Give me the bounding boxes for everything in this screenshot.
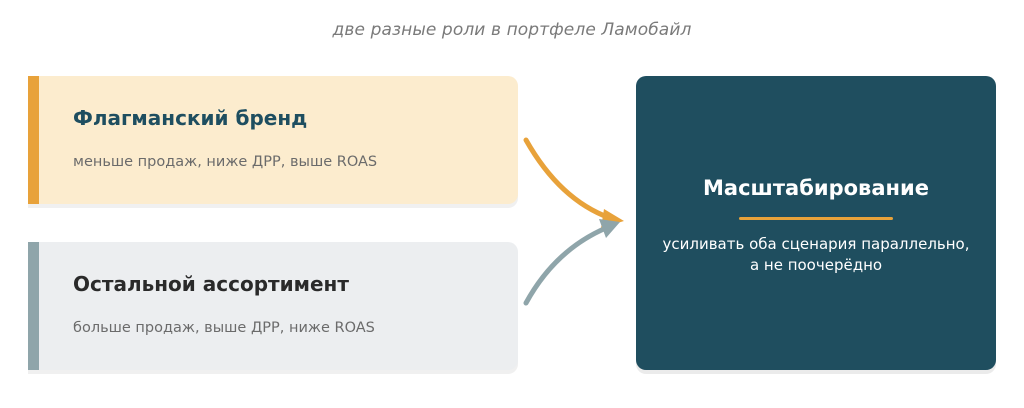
flagship-brand-card: Флагманский бренд меньше продаж, ниже ДР… (28, 76, 518, 204)
scaling-underline (739, 217, 893, 220)
scaling-description-line-2: а не поочерёдно (749, 256, 883, 274)
rest-assortment-description: больше продаж, выше ДРР, ниже ROAS (73, 320, 375, 336)
flagship-brand-description: меньше продаж, ниже ДРР, выше ROAS (73, 154, 378, 170)
flagship-brand-title: Флагманский бренд (73, 106, 308, 130)
scaling-result-card: Масштабирование усиливать оба сценария п… (636, 76, 996, 370)
rest-assortment-title: Остальной ассортимент (73, 272, 349, 296)
flagship-accent-bar (28, 76, 39, 204)
scaling-description-line-1: усиливать оба сценария параллельно, (662, 235, 970, 253)
rest-assortment-card: Остальной ассортимент больше продаж, выш… (28, 242, 518, 370)
scaling-description: усиливать оба сценария параллельно, а не… (646, 234, 986, 276)
rest-arrow-curve (523, 225, 609, 306)
rest-accent-bar (28, 242, 39, 370)
flagship-arrow-curve (523, 137, 613, 221)
scaling-title: Масштабирование (703, 176, 929, 200)
diagram-subtitle: две разные роли в портфеле Ламобайл (332, 20, 692, 40)
flagship-arrowhead-icon (601, 209, 624, 228)
rest-arrowhead-icon (599, 219, 620, 238)
